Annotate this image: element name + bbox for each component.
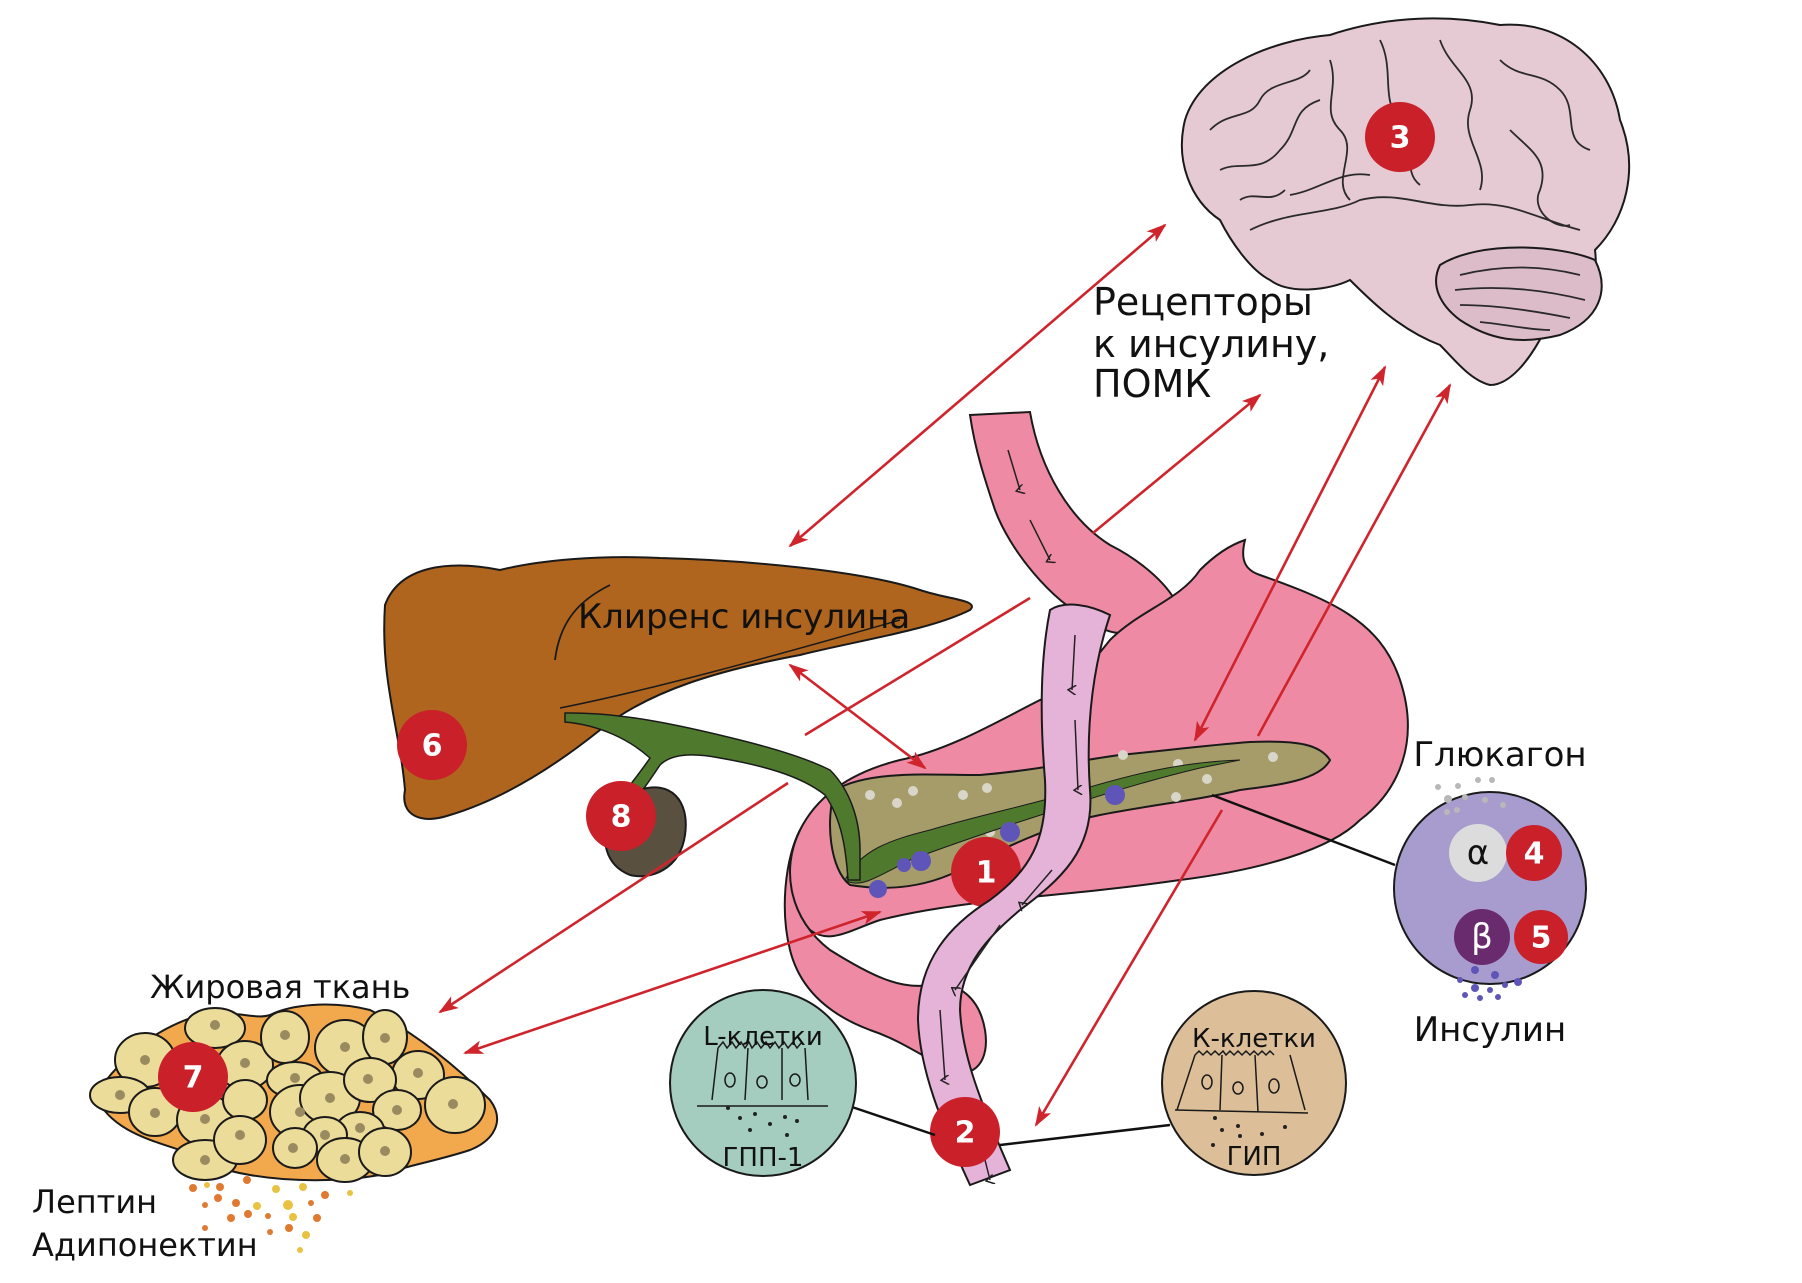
beta-label: β [1471,917,1493,957]
arrow-liver-brain [788,223,1167,548]
glucagon-label: Глюкагон [1413,735,1586,775]
adipose-label: Жировая ткань [150,968,410,1006]
glp1-label: ГПП-1 [723,1143,804,1173]
badge-8-number: 8 [611,800,632,835]
signal-arrows [438,223,1452,1127]
leptin-label: Лептин [32,1183,157,1221]
k-cells-connector [999,1123,1171,1147]
arrow-pancreas-brain-2 [1256,383,1452,737]
badge-1-number: 1 [976,856,997,891]
receptors-label-line-3: ПОМК [1093,362,1211,406]
stomach [783,410,1409,1074]
k-cells-circle [1161,990,1347,1176]
adipose-tissue: 7 Жировая ткань Лептин Адипонектин [32,968,499,1264]
biliary-system: 8 [564,712,861,881]
badge-6 [397,710,467,780]
islet-connector [1211,793,1396,867]
adipocyte-nuclei [115,1020,458,1165]
flow-arrows [939,449,1078,1180]
line-liver-clearance [804,596,1031,737]
brain: 3 [1180,17,1631,387]
k-cells-secretions [1211,1116,1287,1147]
pancreas-islets [869,785,1125,898]
arrow-stomach-brain [1092,393,1262,535]
insulin-label: Инсулин [1414,1010,1567,1050]
l-cells-connector [851,1105,936,1137]
liver-lobe-line [554,584,611,661]
l-cells-secretions [726,1106,799,1137]
badge-5-number: 5 [1531,921,1552,956]
arrow-pancreas-adipose [463,910,882,1055]
bile-duct [564,712,861,881]
k-cells-inset: К-клетки ГИП [999,990,1347,1176]
gip-label: ГИП [1227,1142,1282,1172]
brain-gyri [1209,39,1591,331]
k-cells-illustration [1174,1049,1309,1114]
badge-6-number: 6 [422,729,443,764]
liver-body [383,556,973,820]
clearance-label: Клиренс инсулина [578,597,910,637]
liver: 6 [383,556,973,820]
alpha-cell [1449,824,1507,882]
k-cells-label: К-клетки [1192,1024,1316,1054]
badge-5 [1514,910,1568,964]
l-cells-label: L-клетки [703,1022,822,1052]
badge-8 [586,781,656,851]
badge-4-number: 4 [1524,837,1545,872]
arrow-liver-pancreas [788,663,927,770]
alpha-label: α [1467,833,1489,873]
islet-inset: α 4 β 5 Глюкагон Инсулин [1211,735,1587,1050]
badge-2 [930,1097,1000,1167]
receptors-label-line-1: Рецепторы [1093,280,1313,324]
beta-cell [1454,909,1510,965]
badge-7-number: 7 [183,1061,204,1096]
badge-3 [1365,102,1435,172]
hormone-particles [189,1176,353,1253]
arrow-pancreas-intestine [1034,809,1224,1127]
badge-4 [1506,825,1562,881]
adiponectin-label: Адипонектин [32,1226,258,1264]
liver-edge-line [559,619,901,709]
badge-7 [158,1042,228,1112]
arrow-pancreas-brain [1193,365,1387,742]
badge-3-number: 3 [1390,121,1411,156]
esophagus [968,410,1177,634]
receptors-label: Рецепторы к инсулину, ПОМК [1093,280,1329,406]
insulin-granules [1457,966,1522,1001]
receptors-label-line-2: к инсулину, [1093,322,1329,366]
glucagon-granules [1435,777,1506,815]
intestine: 2 [916,449,1112,1187]
pancreatic-duct [844,759,1241,884]
badge-2-number: 2 [955,1116,976,1151]
